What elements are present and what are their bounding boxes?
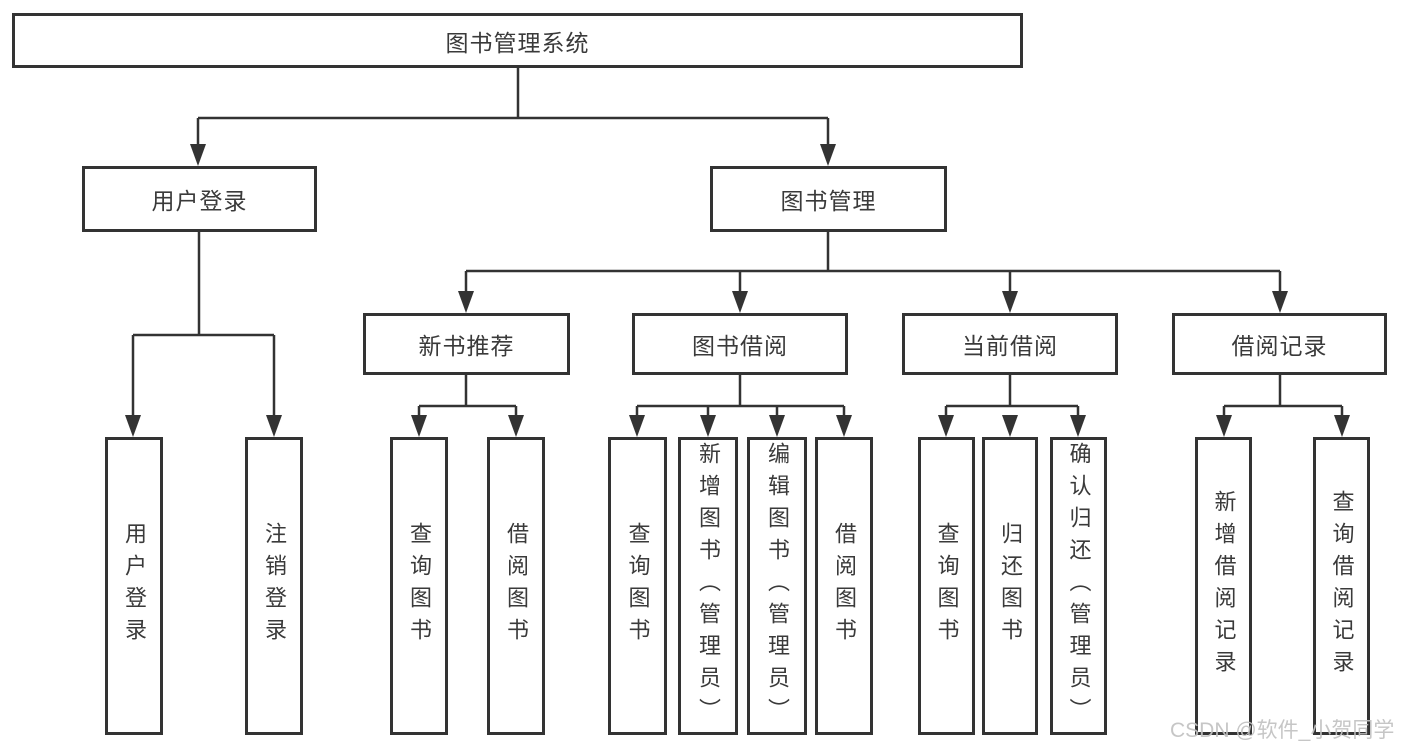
leaf-add-books-admin: 新增图书（管理员） [678,437,738,735]
node-label: 新书推荐 [418,333,515,359]
node-label: 确认归还（管理员） [1066,442,1092,730]
node-label: 新增借阅记录 [1211,490,1237,682]
node-label: 用户登录 [151,188,248,214]
leaf-query-books-borrow: 查询图书 [608,437,667,735]
node-user-login: 用户登录 [82,166,317,232]
node-label: 编辑图书（管理员） [765,442,790,730]
node-label: 借阅图书 [832,522,857,650]
leaf-return-books: 归还图书 [982,437,1038,735]
node-label: 当前借阅 [962,333,1058,359]
node-book-management: 图书管理 [710,166,947,232]
node-label: 查询借阅记录 [1329,490,1355,682]
node-label: 新增图书（管理员） [696,442,721,730]
node-label: 用户登录 [122,522,147,650]
node-new-book-recommend: 新书推荐 [363,313,570,375]
node-label: 图书管理 [780,188,877,214]
leaf-confirm-return-admin: 确认归还（管理员） [1050,437,1107,735]
arrowheads [125,144,1350,437]
node-current-borrowing: 当前借阅 [902,313,1118,375]
csdn-watermark: CSDN @软件_小贺同学 [1170,719,1395,742]
leaf-borrow-books-newbooks: 借阅图书 [487,437,545,735]
node-label: 查询图书 [625,522,651,650]
leaf-query-borrow-record: 查询借阅记录 [1313,437,1370,735]
node-label: 图书借阅 [692,333,788,359]
leaf-borrow-books: 借阅图书 [815,437,873,735]
node-label: 注销登录 [262,522,287,650]
node-label: 借阅图书 [504,522,529,650]
leaf-query-books-current: 查询图书 [918,437,975,735]
node-library-management-system: 图书管理系统 [12,13,1023,68]
node-label: 借阅记录 [1231,333,1328,359]
node-label: 图书管理系统 [445,29,590,56]
node-label: 查询图书 [934,522,960,650]
node-label: 归还图书 [998,522,1023,650]
leaf-edit-books-admin: 编辑图书（管理员） [747,437,807,735]
leaf-user-login: 用户登录 [105,437,163,735]
leaf-query-books-newbooks: 查询图书 [390,437,448,735]
node-book-borrowing: 图书借阅 [632,313,848,375]
node-borrowing-records: 借阅记录 [1172,313,1387,375]
leaf-add-borrow-record: 新增借阅记录 [1195,437,1252,735]
node-label: 查询图书 [407,522,432,650]
leaf-logout: 注销登录 [245,437,303,735]
